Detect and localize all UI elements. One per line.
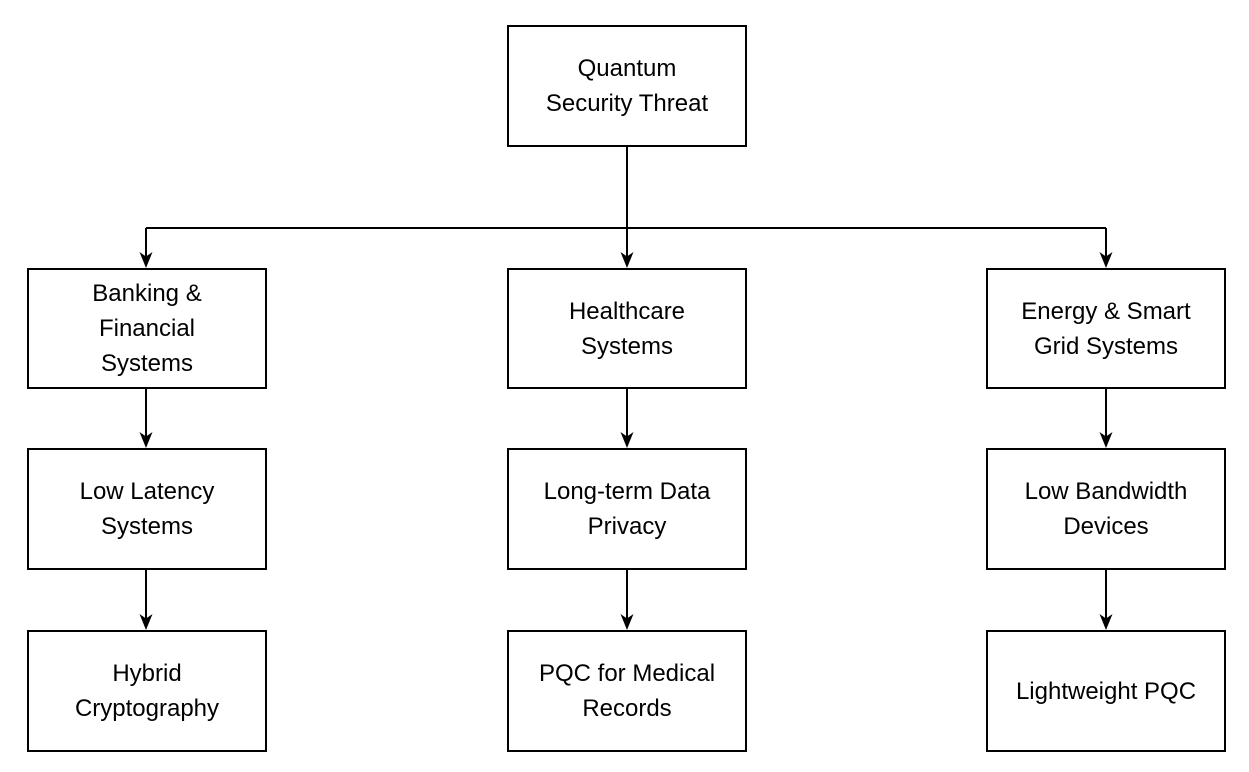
- node-label: Lightweight PQC: [1015, 677, 1197, 705]
- node-label: Healthcare Systems: [568, 297, 686, 360]
- node-label: PQC for Medical Records: [538, 660, 716, 722]
- arrowhead: [139, 252, 153, 268]
- node-label: Low Bandwidth Devices: [1024, 478, 1188, 540]
- node-lightweight-pqc: Lightweight PQC: [986, 630, 1226, 752]
- arrowhead: [620, 614, 634, 630]
- node-label: Long-term Data Privacy: [543, 478, 711, 540]
- node-quantum-security-threat: Quantum Security Threat: [507, 25, 747, 147]
- node-pqc-medical-records: PQC for Medical Records: [507, 630, 747, 752]
- node-healthcare-systems: Healthcare Systems: [507, 268, 747, 389]
- arrowhead: [620, 432, 634, 448]
- node-long-term-data-privacy: Long-term Data Privacy: [507, 448, 747, 570]
- arrowhead: [1099, 252, 1113, 268]
- node-low-latency-systems: Low Latency Systems: [27, 448, 267, 570]
- node-low-bandwidth-devices: Low Bandwidth Devices: [986, 448, 1226, 570]
- node-label: Banking & Financial Systems: [92, 280, 202, 377]
- arrowhead: [1099, 432, 1113, 448]
- node-label: Hybrid Cryptography: [74, 660, 220, 722]
- node-energy-smart-grid-systems: Energy & Smart Grid Systems: [986, 268, 1226, 389]
- arrowhead: [620, 252, 634, 268]
- arrowhead: [1099, 614, 1113, 630]
- arrowhead: [139, 614, 153, 630]
- node-banking-financial-systems: Banking & Financial Systems: [27, 268, 267, 389]
- arrowhead: [139, 432, 153, 448]
- node-label: Quantum Security Threat: [545, 55, 709, 117]
- node-hybrid-cryptography: Hybrid Cryptography: [27, 630, 267, 752]
- node-label: Energy & Smart Grid Systems: [1021, 297, 1191, 360]
- node-label: Low Latency Systems: [79, 478, 215, 540]
